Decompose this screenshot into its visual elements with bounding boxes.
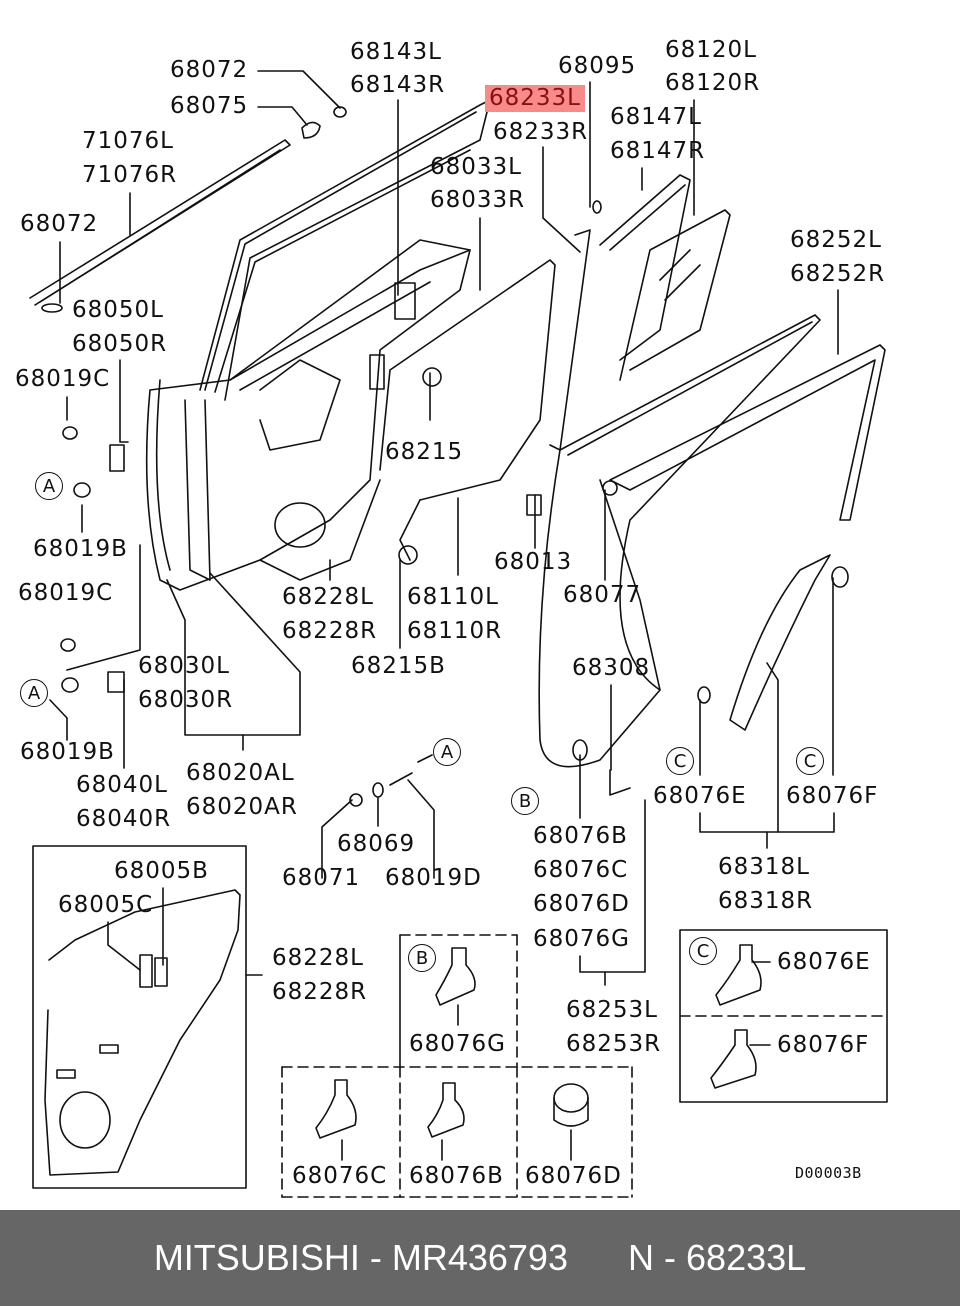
- part-label-68076D[interactable]: 68076D: [533, 891, 630, 917]
- part-label-68147R[interactable]: 68147R: [610, 138, 706, 164]
- footer-ref-code: 68233L: [686, 1237, 807, 1278]
- part-label-68215[interactable]: 68215: [385, 439, 464, 465]
- inset-label-68076B[interactable]: 68076B: [409, 1163, 504, 1189]
- part-label-68228R[interactable]: 68228R: [282, 618, 378, 644]
- part-label-68040L[interactable]: 68040L: [76, 772, 168, 798]
- part-label-68075[interactable]: 68075: [170, 93, 249, 119]
- part-label-68308[interactable]: 68308: [572, 655, 651, 681]
- part-label-68228R-inset[interactable]: 68228R: [272, 979, 368, 1005]
- part-label-68019B[interactable]: 68019B: [33, 536, 128, 562]
- part-label-68013[interactable]: 68013: [494, 549, 573, 575]
- part-label-68215B[interactable]: 68215B: [351, 653, 446, 679]
- part-label-68033L[interactable]: 68033L: [430, 154, 522, 180]
- part-label-68120L[interactable]: 68120L: [665, 37, 757, 63]
- part-label-68019D[interactable]: 68019D: [385, 865, 482, 891]
- part-label-68252R[interactable]: 68252R: [790, 261, 886, 287]
- footer-gap: [568, 1237, 628, 1279]
- footer-sep-space: [654, 1237, 664, 1279]
- part-label-68228L-inset[interactable]: 68228L: [272, 945, 364, 971]
- footer-separator-2: -: [664, 1237, 677, 1278]
- footer-ref-prefix: N: [628, 1237, 654, 1278]
- footer-bar: MITSUBISHI - MR436793 N - 68233L: [0, 1210, 960, 1306]
- part-label-71076L[interactable]: 71076L: [82, 128, 174, 154]
- part-label-68233L-highlighted[interactable]: 68233L: [485, 85, 585, 112]
- footer-sep-space: [676, 1237, 686, 1279]
- part-label-68076E[interactable]: 68076E: [653, 783, 747, 809]
- part-label-68077[interactable]: 68077: [563, 582, 642, 608]
- part-label-68050L[interactable]: 68050L: [72, 297, 164, 323]
- part-label-68253R[interactable]: 68253R: [566, 1031, 662, 1057]
- footer-sep-space: [382, 1237, 392, 1279]
- part-label-68110L[interactable]: 68110L: [407, 584, 499, 610]
- inset-b-label-68076G[interactable]: 68076G: [409, 1031, 506, 1057]
- inset-c-label-68076E[interactable]: 68076E: [777, 949, 871, 975]
- inset-label-68076C[interactable]: 68076C: [292, 1163, 388, 1189]
- inset-callout-b: B: [408, 944, 436, 972]
- door-frame-drawing: [145, 99, 491, 591]
- part-label-68143R[interactable]: 68143R: [350, 72, 446, 98]
- part-label-68147L[interactable]: 68147L: [610, 104, 702, 130]
- part-label-68233R[interactable]: 68233R: [493, 119, 589, 145]
- footer-brand: MITSUBISHI: [153, 1237, 360, 1278]
- part-label-68020AL[interactable]: 68020AL: [186, 760, 295, 786]
- part-label-68020AR[interactable]: 68020AR: [186, 794, 298, 820]
- parts-diagram: 68072 68075 68143L 68143R 68095 68233L 6…: [15, 37, 888, 1198]
- inset-c-label-68076F[interactable]: 68076F: [777, 1032, 870, 1058]
- callout-a: A: [35, 472, 63, 500]
- part-label-68228L[interactable]: 68228L: [282, 584, 374, 610]
- part-label-68318L[interactable]: 68318L: [718, 854, 810, 880]
- part-label-68030R[interactable]: 68030R: [138, 687, 234, 713]
- part-label-68076C[interactable]: 68076C: [533, 857, 629, 883]
- trim-panel-inset: [32, 845, 247, 1189]
- diagram-drawing: [29, 70, 888, 1198]
- part-label-68071[interactable]: 68071: [282, 865, 361, 891]
- part-label-68040R[interactable]: 68040R: [76, 806, 172, 832]
- callout-b: B: [511, 787, 539, 815]
- inset-label-68076D[interactable]: 68076D: [525, 1163, 622, 1189]
- diagram-code: D00003B: [795, 1164, 862, 1182]
- part-label-68069[interactable]: 68069: [337, 831, 416, 857]
- callout-c-right: C: [796, 747, 824, 775]
- part-label-68318R[interactable]: 68318R: [718, 888, 814, 914]
- part-label-68019C[interactable]: 68019C: [15, 366, 111, 392]
- footer-part-number: MR436793: [391, 1237, 568, 1278]
- part-label-68005B[interactable]: 68005B: [114, 858, 209, 884]
- part-label-68019B-lower[interactable]: 68019B: [20, 739, 115, 765]
- part-label-68076F[interactable]: 68076F: [786, 783, 879, 809]
- weatherstrip-seals: [538, 314, 886, 796]
- hinges-and-bolts: [60, 426, 413, 807]
- footer-sep-space: [360, 1237, 370, 1279]
- callout-c-left: C: [666, 747, 694, 775]
- part-label-68050R[interactable]: 68050R: [72, 331, 168, 357]
- callout-a-lower: A: [20, 679, 48, 707]
- part-label-68033R[interactable]: 68033R: [430, 187, 526, 213]
- inset-callout-c: C: [689, 937, 717, 965]
- part-label-68110R[interactable]: 68110R: [407, 618, 503, 644]
- part-label-68076B[interactable]: 68076B: [533, 823, 628, 849]
- part-label-68005C[interactable]: 68005C: [58, 892, 154, 918]
- part-label-68072-left[interactable]: 68072: [20, 211, 99, 237]
- part-label-68095[interactable]: 68095: [558, 53, 637, 79]
- footer-separator: -: [369, 1237, 382, 1278]
- part-label-71076R[interactable]: 71076R: [82, 162, 178, 188]
- part-label-68252L[interactable]: 68252L: [790, 227, 882, 253]
- part-label-68143L[interactable]: 68143L: [350, 39, 442, 65]
- clip-insets: [281, 929, 888, 1198]
- clip-glyphs: [315, 944, 762, 1139]
- glass-and-channels: [379, 174, 731, 565]
- part-label-68253L[interactable]: 68253L: [566, 997, 658, 1023]
- part-label-68076G[interactable]: 68076G: [533, 926, 630, 952]
- leader-lines: [49, 70, 839, 986]
- trim-strips: [29, 106, 602, 313]
- part-label-68019C-lower[interactable]: 68019C: [18, 580, 114, 606]
- callout-a-bolt: A: [433, 738, 461, 766]
- part-label-68030L[interactable]: 68030L: [138, 653, 230, 679]
- part-label-68072[interactable]: 68072: [170, 57, 249, 83]
- part-label-68120R[interactable]: 68120R: [665, 70, 761, 96]
